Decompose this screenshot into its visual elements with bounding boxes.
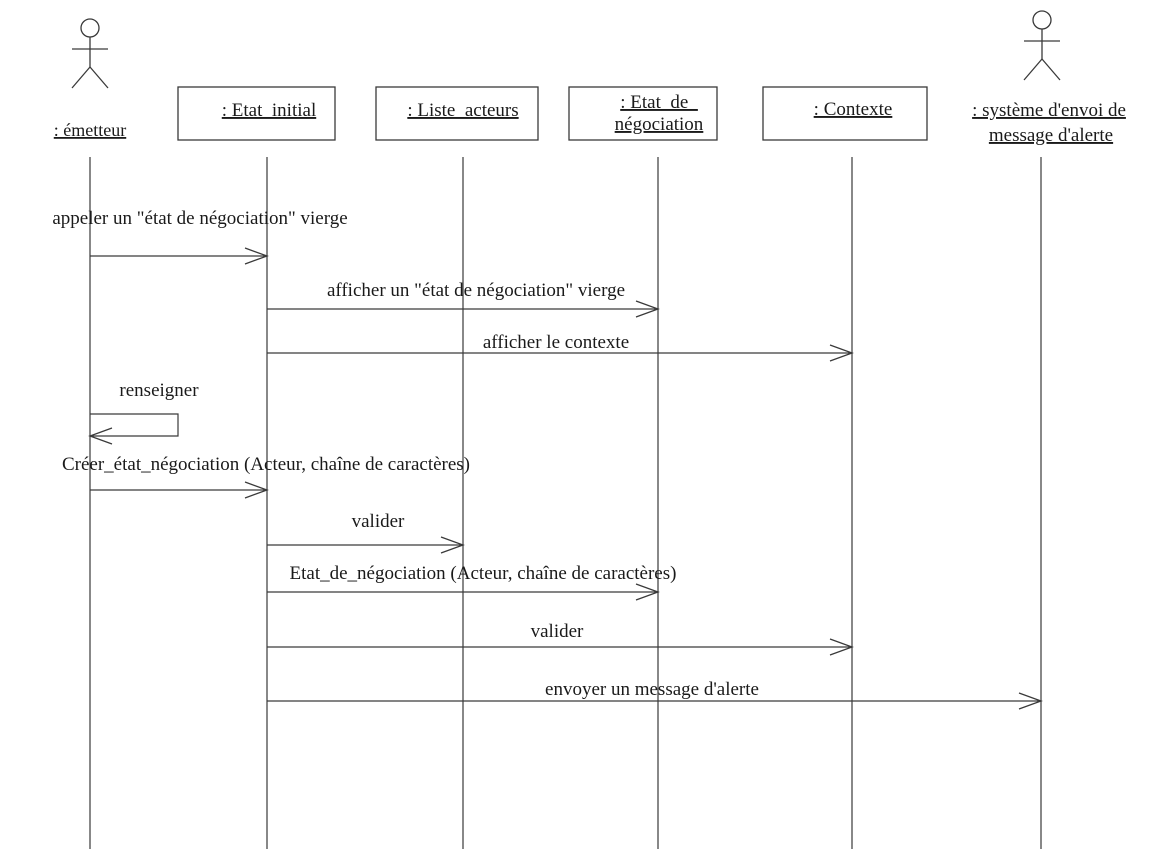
- participant-label-liste_acteurs: : Liste_acteurs: [407, 100, 518, 121]
- participant-label-contexte: : Contexte: [814, 99, 893, 120]
- participant-label-etat_de_negociation-line2: négociation: [615, 114, 704, 135]
- object-box-liste_acteurs: [375, 86, 539, 141]
- message-arrowhead-3: [829, 344, 854, 362]
- participant-label-systeme_alerte: : système d'envoi de: [972, 100, 1126, 121]
- message-arrowhead-4: [88, 427, 113, 445]
- actor-figure-emetteur: [71, 18, 109, 89]
- actor-figure-systeme_alerte: [1023, 10, 1061, 81]
- message-label-8: valider: [531, 621, 584, 642]
- message-label-5: Créer_état_négociation (Acteur, chaîne d…: [62, 454, 470, 475]
- message-arrowhead-9: [1018, 692, 1043, 710]
- object-box-contexte: [762, 86, 928, 141]
- participant-label-etat_initial: : Etat_initial: [222, 100, 316, 121]
- message-arrow-4: [90, 413, 179, 437]
- message-arrowhead-6: [440, 536, 465, 554]
- message-arrowhead-7: [635, 583, 660, 601]
- object-box-etat_de_negociation: [568, 86, 718, 141]
- message-label-2: afficher un "état de négociation" vierge: [327, 280, 625, 301]
- message-label-3: afficher le contexte: [483, 332, 629, 353]
- message-arrowhead-8: [829, 638, 854, 656]
- participant-label-emetteur: : émetteur: [54, 120, 126, 140]
- message-label-6: valider: [352, 511, 405, 532]
- participant-label-etat_de_negociation: : Etat_de_: [620, 92, 698, 113]
- object-box-etat_initial: [177, 86, 336, 141]
- message-arrowhead-2: [635, 300, 660, 318]
- message-label-1: appeler un "état de négociation" vierge: [52, 208, 347, 229]
- message-arrowhead-5: [244, 481, 269, 499]
- message-label-4: renseigner: [119, 380, 199, 401]
- message-label-9: envoyer un message d'alerte: [545, 679, 759, 700]
- participant-label-systeme_alerte-line2: message d'alerte: [989, 125, 1113, 146]
- message-label-7: Etat_de_négociation (Acteur, chaîne de c…: [290, 563, 677, 584]
- message-arrowhead-1: [244, 247, 269, 265]
